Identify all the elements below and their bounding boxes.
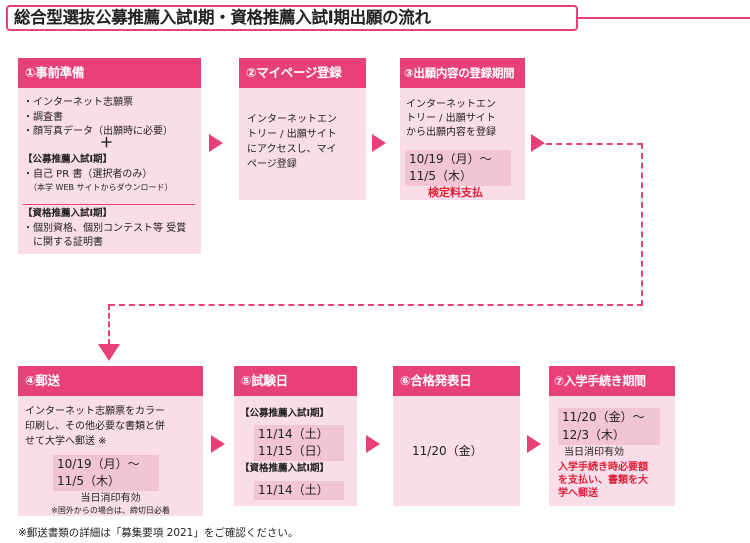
step-1-heading: ①事前準備 <box>18 58 201 88</box>
step-2-text-line: インターネットエン <box>247 114 337 125</box>
step-4-card: ④郵送 インターネット志願票をカラー 印刷し、その他必要な書類と併 せて大学へ郵… <box>18 366 203 516</box>
step-2-card: ②マイページ登録 インターネットエン トリー / 出願サイト にアクセスし、マイ… <box>239 58 366 200</box>
step-1-item: ・調査書 <box>23 111 63 123</box>
step-1-koubo-note: （本学 WEB サイトからダウンロード） <box>29 183 173 192</box>
step-4-text-line: 印刷し、その他必要な書類と併 <box>25 421 165 432</box>
connector-line <box>641 143 643 306</box>
step-3-date-start: 10/19（月）～ <box>405 150 511 169</box>
step-1-card: ①事前準備 ・インターネット志願票 ・調査書 ・顔写真データ（出願時に必要） ＋… <box>18 58 201 254</box>
step-4-overseas-note: ※国外からの場合は、締切日必着 <box>51 506 170 515</box>
step-3-heading: ③出願内容の登録期間 <box>400 58 525 88</box>
step-7-alert-line: 入学手続き時必要額 <box>558 462 648 473</box>
step-5-koubo-header: 【公募推薦入試Ⅰ期】 <box>240 408 330 419</box>
step-1-shikaku-item: に関する証明書 <box>23 237 103 248</box>
step-1-shikaku-item: ・個別資格、個別コンテスト等 受賞 <box>23 222 187 234</box>
step-1-koubo-item: ・自己 PR 書（選択者のみ） <box>23 168 153 180</box>
step-4-heading: ④郵送 <box>18 366 203 396</box>
footnote: ※郵送書類の詳細は「募集要項 2021」をご確認ください。 <box>18 527 299 539</box>
step-1-shikaku-header: 【資格推薦入試Ⅰ期】 <box>23 208 113 219</box>
arrow-right-icon <box>527 435 541 453</box>
step-2-text-line: にアクセスし、マイ <box>247 144 337 155</box>
step-1-koubo-header: 【公募推薦入試Ⅰ期】 <box>23 154 113 165</box>
arrow-right-icon <box>372 134 386 152</box>
step-5-shikaku-date: 11/14（土） <box>254 481 344 500</box>
step-7-date-end: 12/3（木） <box>558 426 660 445</box>
connector-line <box>546 143 643 145</box>
step-2-heading: ②マイページ登録 <box>239 58 366 88</box>
step-4-text-line: せて大学へ郵送 ※ <box>25 436 107 447</box>
step-4-postmark-note: 当日消印有効 <box>80 493 141 504</box>
step-3-text-line: トリー / 出願サイト <box>406 113 496 124</box>
step-6-date: 11/20（金） <box>408 442 494 461</box>
step-1-divider <box>23 204 195 205</box>
arrow-right-icon <box>366 435 380 453</box>
step-3-text-line: から出願内容を登録 <box>406 127 496 138</box>
step-5-shikaku-header: 【資格推薦入試Ⅰ期】 <box>240 463 330 474</box>
step-3-date-end: 11/5（木） <box>405 167 511 186</box>
step-3-text-line: インターネットエン <box>406 99 496 110</box>
page-title: 総合型選抜公募推薦入試Ⅰ期・資格推薦入試Ⅰ期出願の流れ <box>6 5 578 31</box>
title-rule <box>578 17 750 19</box>
step-2-text-line: ページ登録 <box>247 159 297 170</box>
arrow-down-icon <box>98 344 120 361</box>
arrow-right-icon <box>209 134 223 152</box>
step-6-heading: ⑥合格発表日 <box>393 366 520 396</box>
connector-line <box>108 304 110 345</box>
step-4-date-end: 11/5（木） <box>53 472 159 491</box>
step-1-item: ・インターネット志願票 <box>23 97 133 108</box>
step-6-card: ⑥合格発表日 <box>393 366 520 506</box>
step-5-heading: ⑤試験日 <box>234 366 357 396</box>
connector-line <box>109 304 643 306</box>
step-2-text-line: トリー / 出願サイト <box>247 129 337 140</box>
step-7-postmark-note: 当日消印有効 <box>564 447 624 458</box>
step-7-heading: ⑦入学手続き期間 <box>549 366 675 396</box>
arrow-right-icon <box>531 134 545 152</box>
step-7-date-start: 11/20（金）～ <box>558 408 660 427</box>
step-1-item: ・顔写真データ（出願時に必要） <box>23 126 173 137</box>
step-4-text-line: インターネット志願票をカラー <box>25 406 165 417</box>
plus-sign: ＋ <box>100 136 114 151</box>
step-7-alert-line: 学へ郵送 <box>558 488 598 499</box>
step-4-date-start: 10/19（月）～ <box>53 455 159 474</box>
step-5-koubo-date: 11/15（日） <box>254 442 344 461</box>
step-3-fee-payment: 検定料支払 <box>428 186 483 199</box>
step-7-alert-line: を支払い、書類を大 <box>558 475 648 486</box>
arrow-right-icon <box>211 435 225 453</box>
step-5-koubo-date: 11/14（土） <box>254 425 344 444</box>
